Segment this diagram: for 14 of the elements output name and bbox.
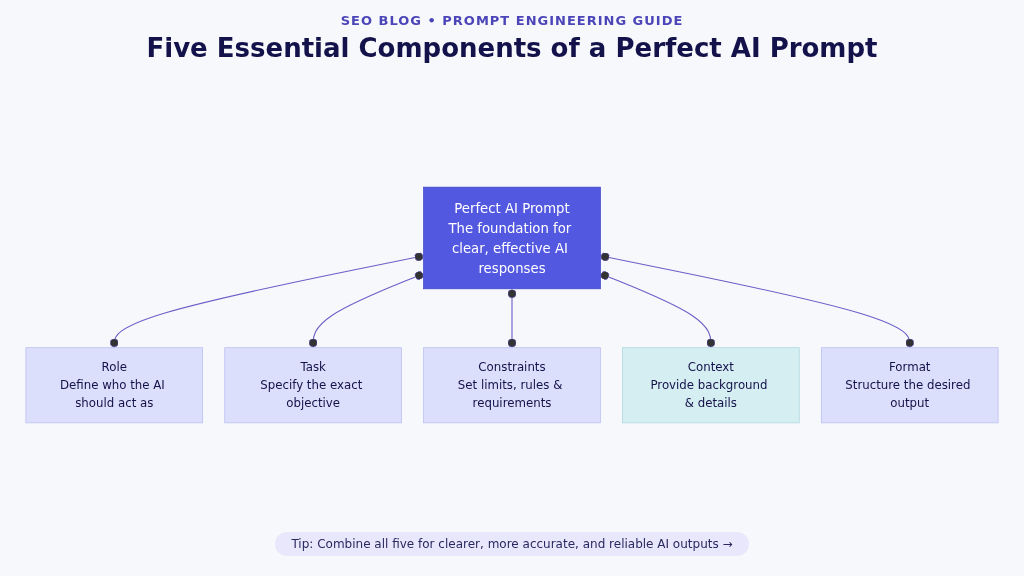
connector	[507, 288, 517, 349]
node-box: Perfect AI Prompt The foundation for clear, effective AI responses	[423, 186, 601, 290]
node-box: Format Structure the desired output	[820, 347, 999, 424]
connector	[599, 271, 716, 349]
node-box: Role Define who the AI should act as	[25, 347, 204, 424]
tip-banner: Tip: Combine all five for clearer, more accurate, and reliable AI outputs →	[275, 532, 749, 556]
node-box: Constraints Set limits, rules & requirements	[423, 347, 601, 424]
connector	[109, 252, 425, 349]
title: Five Essential Components of a Perfect AI Prompt	[146, 33, 878, 63]
header-kicker: SEO BLOG • PROMPT ENGINEERING GUIDE	[340, 13, 684, 28]
connector	[599, 252, 915, 349]
node-box: Task Specify the exact objective	[224, 347, 402, 424]
connector	[308, 271, 425, 349]
node-box: Context Provide background & details	[622, 347, 800, 424]
